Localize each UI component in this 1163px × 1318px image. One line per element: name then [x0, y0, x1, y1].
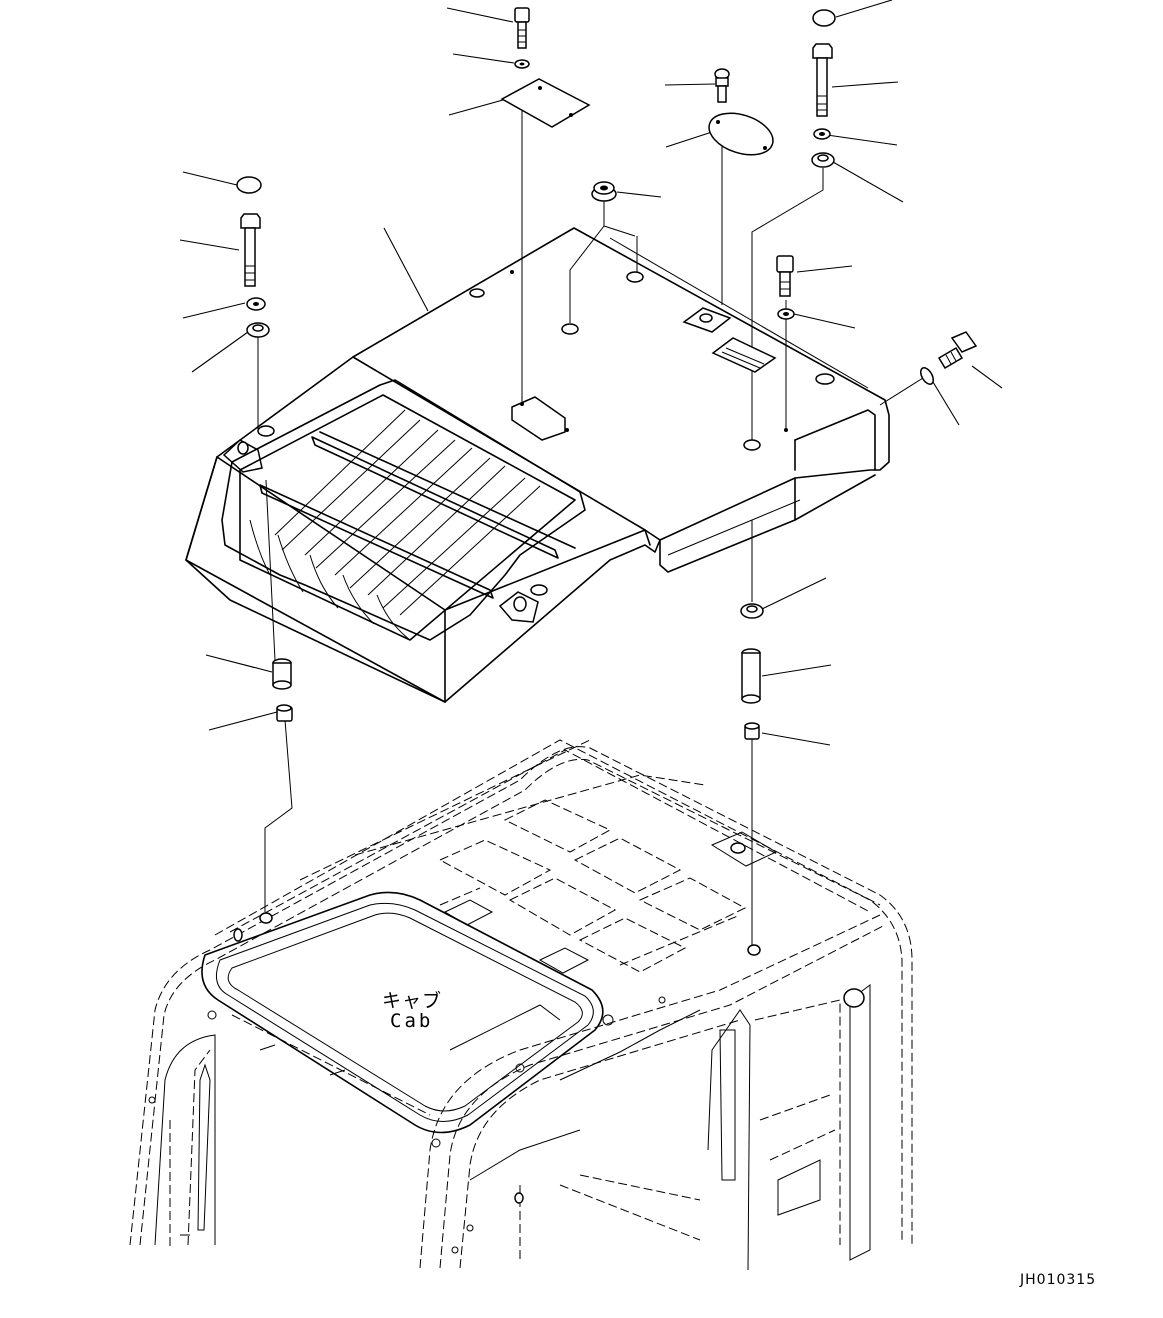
- washer-right-1: [813, 128, 831, 140]
- skylight-grille: [221, 379, 586, 641]
- leader-lines: [179, 0, 1003, 746]
- washer-top-center: [514, 59, 530, 69]
- washer-right-lower: [740, 603, 764, 619]
- nut-right-lower: [744, 722, 760, 740]
- cab-label-japanese: キャブ: [382, 990, 443, 1012]
- screw-cap: [714, 68, 730, 103]
- cover-plate-small: [500, 78, 591, 128]
- assembly-lines: [257, 105, 924, 948]
- cab-label-english: Cab: [390, 1010, 434, 1032]
- long-bolt-left: [240, 213, 261, 287]
- nut-center: [591, 181, 617, 202]
- side-washer: [920, 367, 934, 385]
- roof-guard-panel: [185, 227, 890, 703]
- oval-cover-plate: [708, 112, 774, 156]
- washer-left-2: [246, 322, 270, 338]
- collar-left: [272, 658, 292, 690]
- washer-right-2: [811, 152, 835, 168]
- washer-mid-right: [777, 308, 795, 320]
- drawing-reference-number: JH010315: [1020, 1272, 1097, 1288]
- cab-outline: [129, 739, 913, 1271]
- long-bolt-right: [812, 43, 833, 117]
- side-bolt: [937, 331, 978, 370]
- bolt-mid-right: [776, 255, 794, 297]
- bolt-top-center: [514, 7, 530, 49]
- washer-left-1: [246, 297, 266, 311]
- spacer-tube: [741, 648, 761, 704]
- cap-left: [236, 176, 262, 194]
- nut-left-lower: [276, 704, 293, 722]
- cap-top-right: [812, 9, 836, 27]
